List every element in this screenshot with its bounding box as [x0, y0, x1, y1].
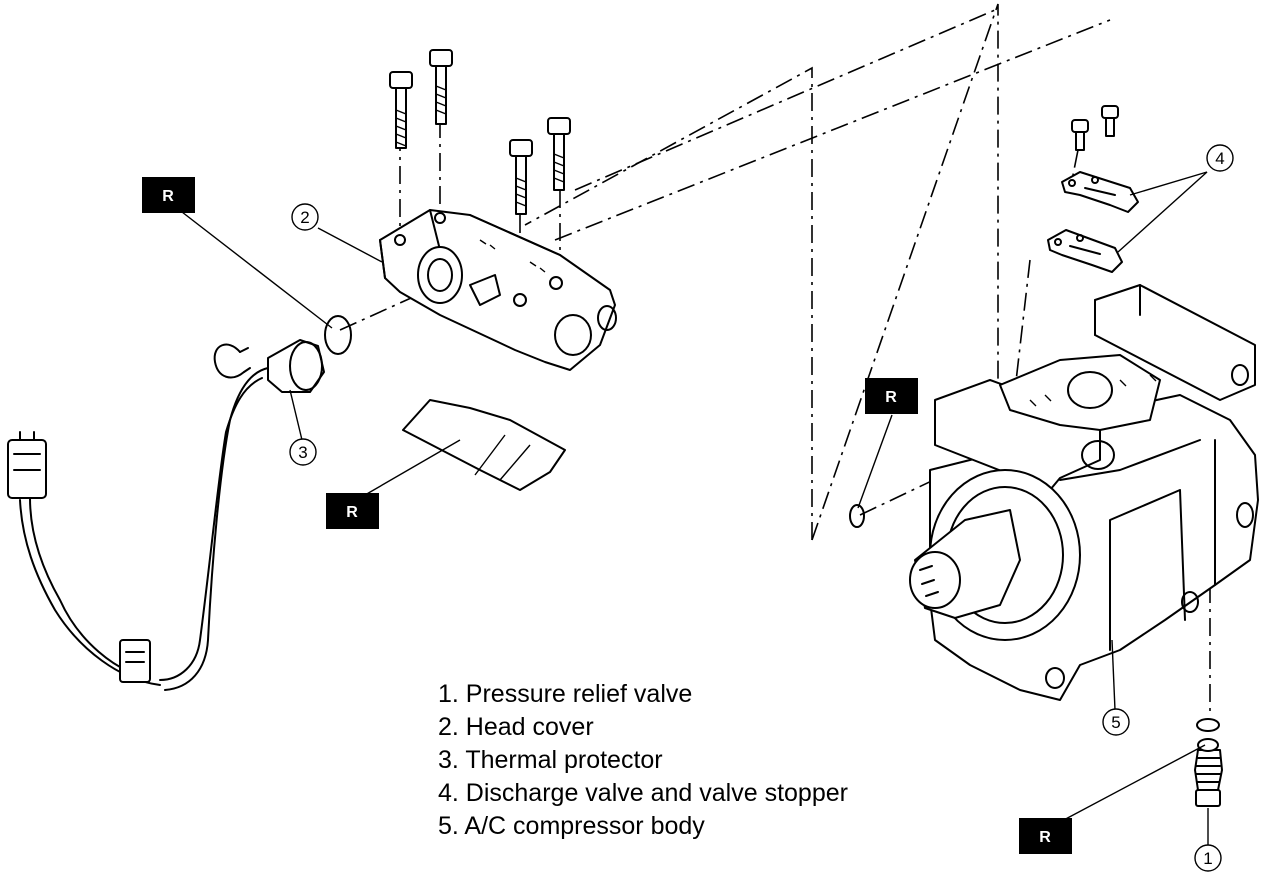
gasket — [402, 399, 566, 491]
bolt — [389, 71, 413, 149]
thermal-protector — [7, 339, 325, 691]
discharge-valve-and-stopper — [1047, 171, 1139, 273]
legend-item: 5. A/C compressor body — [438, 812, 705, 840]
callout-2: 2 — [291, 203, 319, 231]
svg-text:5: 5 — [1111, 713, 1120, 732]
replace-badge: R — [326, 493, 379, 529]
legend-item: 2. Head cover — [438, 713, 594, 741]
head-cover — [379, 209, 617, 371]
bolt — [429, 49, 453, 125]
compressor-body — [909, 284, 1259, 701]
svg-text:R: R — [346, 504, 358, 521]
svg-text:R: R — [162, 188, 174, 205]
snap-ring — [213, 343, 245, 379]
legend-item: 1. Pressure relief valve — [438, 680, 693, 708]
head-cover-bolts — [389, 49, 571, 215]
bolt — [509, 139, 533, 215]
bolt — [547, 117, 571, 191]
svg-text:3: 3 — [298, 443, 307, 462]
svg-text:4: 4 — [1215, 149, 1224, 168]
svg-text:R: R — [1039, 829, 1051, 846]
callout-4: 4 — [1206, 144, 1234, 172]
legend-item: 3. Thermal protector — [438, 746, 663, 774]
pressure-relief-valve — [1194, 718, 1223, 807]
callout-5: 5 — [1102, 708, 1130, 736]
callout-3: 3 — [289, 438, 317, 466]
svg-text:R: R — [885, 389, 897, 406]
leader-lines — [181, 171, 1209, 845]
o-ring — [849, 504, 865, 528]
replace-badge: R — [142, 177, 195, 213]
legend-item: 4. Discharge valve and valve stopper — [438, 779, 848, 807]
callout-1: 1 — [1194, 844, 1222, 872]
svg-text:1: 1 — [1203, 849, 1212, 868]
valve-stopper-bolts — [1071, 105, 1119, 151]
replace-badge: R — [865, 378, 918, 414]
svg-text:2: 2 — [300, 208, 309, 227]
o-ring — [324, 315, 352, 355]
parts-legend: 1. Pressure relief valve 2. Head cover 3… — [438, 678, 848, 843]
replace-badge: R — [1019, 818, 1072, 854]
